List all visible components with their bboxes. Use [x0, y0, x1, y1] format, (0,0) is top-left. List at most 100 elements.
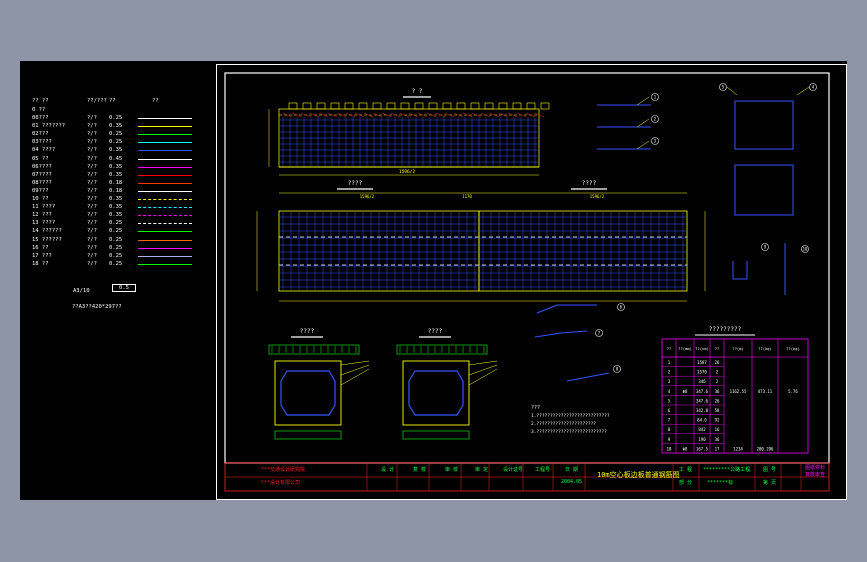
layer-value: 0.25 — [109, 236, 123, 243]
stirrup-shape-2 — [734, 164, 794, 216]
diagonal-rebar — [453, 112, 464, 118]
layer-value: 0.18 — [109, 179, 123, 186]
callout-number: 2 — [654, 117, 657, 122]
callout-number: 8 — [616, 367, 619, 372]
callout-number: 10 — [803, 247, 808, 252]
layer-weight: ?/? — [87, 163, 97, 170]
layer-line-sample — [138, 174, 192, 176]
table-cell: 36 — [715, 437, 720, 442]
table-cell: 347.6 — [696, 389, 709, 394]
table-cell: Φ8 — [683, 389, 688, 394]
layer-weight: ?/? — [87, 179, 97, 186]
top-notch — [456, 102, 466, 110]
layer-name: 16 ?? — [32, 244, 49, 251]
bent-bar-c — [566, 372, 610, 382]
legend-row: 0 ?? — [32, 106, 197, 114]
layer-value: 0.35 — [109, 212, 123, 219]
diagonal-rebar — [489, 112, 500, 118]
leader-line — [636, 118, 650, 128]
layer-name: 09??? — [32, 187, 49, 194]
diagonal-rebar — [282, 112, 293, 118]
table-header-cell: ??(kg) — [786, 346, 800, 351]
layer-name: 06???? — [32, 163, 52, 170]
diagonal-rebar — [462, 112, 473, 118]
leader-fan — [340, 364, 370, 376]
callout-circle — [651, 137, 659, 145]
plan-title-left: ???? — [348, 180, 363, 187]
table-cell: 342.8 — [696, 408, 709, 413]
section-left-outline — [274, 360, 342, 426]
leader-fan — [468, 368, 498, 386]
table-cell: Φ8 — [683, 446, 688, 451]
leader-line — [636, 96, 650, 106]
legend-row: 02????/?0.25 — [32, 130, 197, 138]
callout-circle — [613, 365, 621, 373]
callout-circle — [719, 83, 727, 91]
leader-fan — [340, 360, 370, 366]
layer-line-sample — [138, 207, 192, 209]
table-cell: 17 — [715, 446, 720, 451]
top-notch — [288, 102, 298, 110]
table-cell: 6 — [668, 408, 671, 413]
callout-circle — [801, 245, 809, 253]
table-header-cell: ??(kg) — [758, 346, 772, 351]
layer-value: 0.35 — [109, 163, 123, 170]
drawing-title: 10m空心板边板普通钢筋图 — [597, 471, 680, 479]
table-cell: 84.6 — [697, 418, 707, 423]
legend-row: 17 ????/?0.25 — [32, 252, 197, 260]
layer-weight: ?/? — [87, 123, 97, 130]
callout-number: 6 — [620, 305, 623, 310]
plan-dim-mid: 1170 — [462, 194, 472, 199]
diagonal-rebar — [354, 112, 365, 118]
diagonal-rebar — [444, 112, 455, 118]
layer-line-sample — [138, 118, 192, 120]
section-left-void — [280, 370, 336, 416]
callout-number: 1 — [654, 95, 657, 100]
table-cell: 8 — [668, 427, 671, 432]
callout-number: 3 — [654, 139, 657, 144]
plan-dim-right: 1596/2 — [590, 194, 605, 199]
top-notch — [526, 102, 536, 110]
callout-circle — [761, 243, 769, 251]
table-cell: 2 — [716, 379, 719, 384]
tb-project-value: *********公路工程 — [703, 467, 751, 473]
diagonal-rebar — [336, 112, 347, 118]
top-notch — [344, 102, 354, 110]
leader-fan — [340, 368, 370, 386]
company-2: ***设计有限公司 — [261, 480, 301, 486]
legend-row: 12 ????/?0.35 — [32, 211, 197, 219]
tb-date-value: 2004.05 — [561, 479, 583, 485]
layer-name: 04 ???? — [32, 147, 56, 154]
layer-value: 0.18 — [109, 187, 123, 194]
legend-row: 15 ???????/?0.25 — [32, 236, 197, 244]
tb-label-cert: 设计证号 — [503, 467, 524, 473]
stirrup-shape-1 — [734, 100, 794, 150]
layer-line-sample — [138, 255, 192, 257]
legend-row: 08?????/?0.18 — [32, 179, 197, 187]
layer-line-sample — [138, 231, 192, 233]
diagonal-rebar — [471, 112, 482, 118]
table-cell: 346 — [698, 379, 706, 384]
elevation-dimension: 1596/2 — [399, 169, 416, 175]
note-line-2: 2.?????????????????????? — [531, 421, 596, 427]
diagonal-rebar — [516, 112, 527, 118]
diagonal-rebar — [498, 112, 509, 118]
table-title: ????????? — [709, 326, 742, 333]
layer-line-sample — [138, 126, 192, 128]
note-line-1: 1.??????????????????????????? — [531, 413, 610, 419]
section-left-title: ???? — [300, 328, 315, 335]
section-right-top-label-box — [396, 344, 488, 355]
table-header-cell: ?? — [667, 346, 672, 351]
legend-row: 10 ???/?0.35 — [32, 195, 197, 203]
layer-line-sample — [138, 190, 192, 192]
layer-value: 0.25 — [109, 220, 123, 227]
hook-bar — [732, 261, 748, 280]
diagonal-rebar — [525, 112, 536, 118]
top-notch — [442, 102, 452, 110]
legend-header-value: ?? — [109, 98, 116, 104]
table-cell: 92 — [715, 418, 720, 423]
leader-line — [636, 140, 650, 150]
inner-border — [224, 72, 830, 464]
table-cell: 1 — [668, 360, 671, 365]
